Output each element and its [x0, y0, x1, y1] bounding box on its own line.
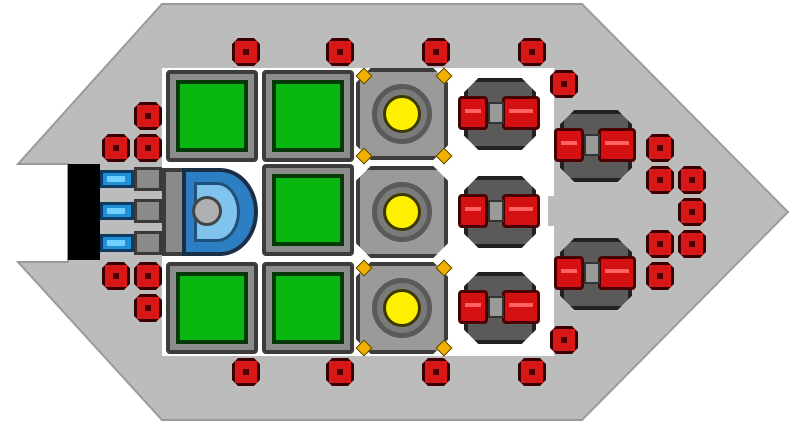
hardpoint-socket[interactable]	[678, 198, 706, 226]
hardpoint-socket[interactable]	[646, 262, 674, 290]
reactor-orb-icon	[383, 193, 421, 231]
hardpoint-socket[interactable]	[134, 102, 162, 130]
turret-barrel	[458, 96, 488, 130]
hardpoint-socket[interactable]	[134, 294, 162, 322]
hardpoint-socket[interactable]	[326, 38, 354, 66]
hardpoint-socket[interactable]	[232, 38, 260, 66]
hardpoint-socket[interactable]	[646, 230, 674, 258]
thruster-nozzle[interactable]	[100, 234, 134, 252]
hardpoint-socket[interactable]	[134, 262, 162, 290]
hardpoint-socket[interactable]	[518, 358, 546, 386]
turret-module[interactable]	[454, 262, 546, 354]
reactor-core[interactable]	[356, 68, 448, 160]
hardpoint-socket[interactable]	[134, 134, 162, 162]
hardpoint-socket[interactable]	[646, 134, 674, 162]
thruster-cap	[134, 199, 162, 223]
thruster-cap	[134, 231, 162, 255]
thruster-mount	[68, 164, 100, 260]
hardpoint-socket[interactable]	[102, 134, 130, 162]
reactor-core[interactable]	[356, 262, 448, 354]
hardpoint-socket[interactable]	[678, 166, 706, 194]
hardpoint-socket[interactable]	[678, 230, 706, 258]
hardpoint-socket[interactable]	[550, 70, 578, 98]
turret-hub-icon	[488, 200, 504, 222]
turret-module[interactable]	[550, 228, 642, 320]
cargo-tank[interactable]	[166, 262, 258, 354]
turret-hub-icon	[584, 262, 600, 284]
cargo-tank[interactable]	[262, 70, 354, 162]
turret-barrel	[598, 128, 636, 162]
thruster-nozzle[interactable]	[100, 170, 134, 188]
hardpoint-socket[interactable]	[550, 326, 578, 354]
turret-barrel	[554, 256, 584, 290]
hardpoint-socket[interactable]	[232, 358, 260, 386]
turret-hub-icon	[488, 102, 504, 124]
reactor-orb-icon	[383, 95, 421, 133]
turret-hub-icon	[584, 134, 600, 156]
turret-barrel	[502, 96, 540, 130]
turret-barrel	[598, 256, 636, 290]
hardpoint-socket[interactable]	[422, 38, 450, 66]
hull-gap	[548, 196, 644, 226]
thruster-cap	[134, 167, 162, 191]
turret-barrel	[502, 290, 540, 324]
pilot-seat-icon	[192, 196, 222, 226]
cockpit-module[interactable]	[162, 168, 258, 256]
cockpit-dome	[182, 168, 258, 256]
turret-barrel	[502, 194, 540, 228]
turret-barrel	[458, 290, 488, 324]
hardpoint-socket[interactable]	[422, 358, 450, 386]
hardpoint-socket[interactable]	[518, 38, 546, 66]
turret-barrel	[458, 194, 488, 228]
hardpoint-socket[interactable]	[102, 262, 130, 290]
turret-barrel	[554, 128, 584, 162]
turret-module[interactable]	[550, 100, 642, 192]
reactor-core[interactable]	[356, 166, 448, 258]
cargo-tank[interactable]	[262, 164, 354, 256]
reactor-orb-icon	[383, 289, 421, 327]
cargo-tank[interactable]	[166, 70, 258, 162]
hardpoint-socket[interactable]	[646, 166, 674, 194]
turret-module[interactable]	[454, 68, 546, 160]
cargo-tank[interactable]	[262, 262, 354, 354]
thruster-nozzle[interactable]	[100, 202, 134, 220]
turret-module[interactable]	[454, 166, 546, 258]
turret-hub-icon	[488, 296, 504, 318]
hardpoint-socket[interactable]	[326, 358, 354, 386]
